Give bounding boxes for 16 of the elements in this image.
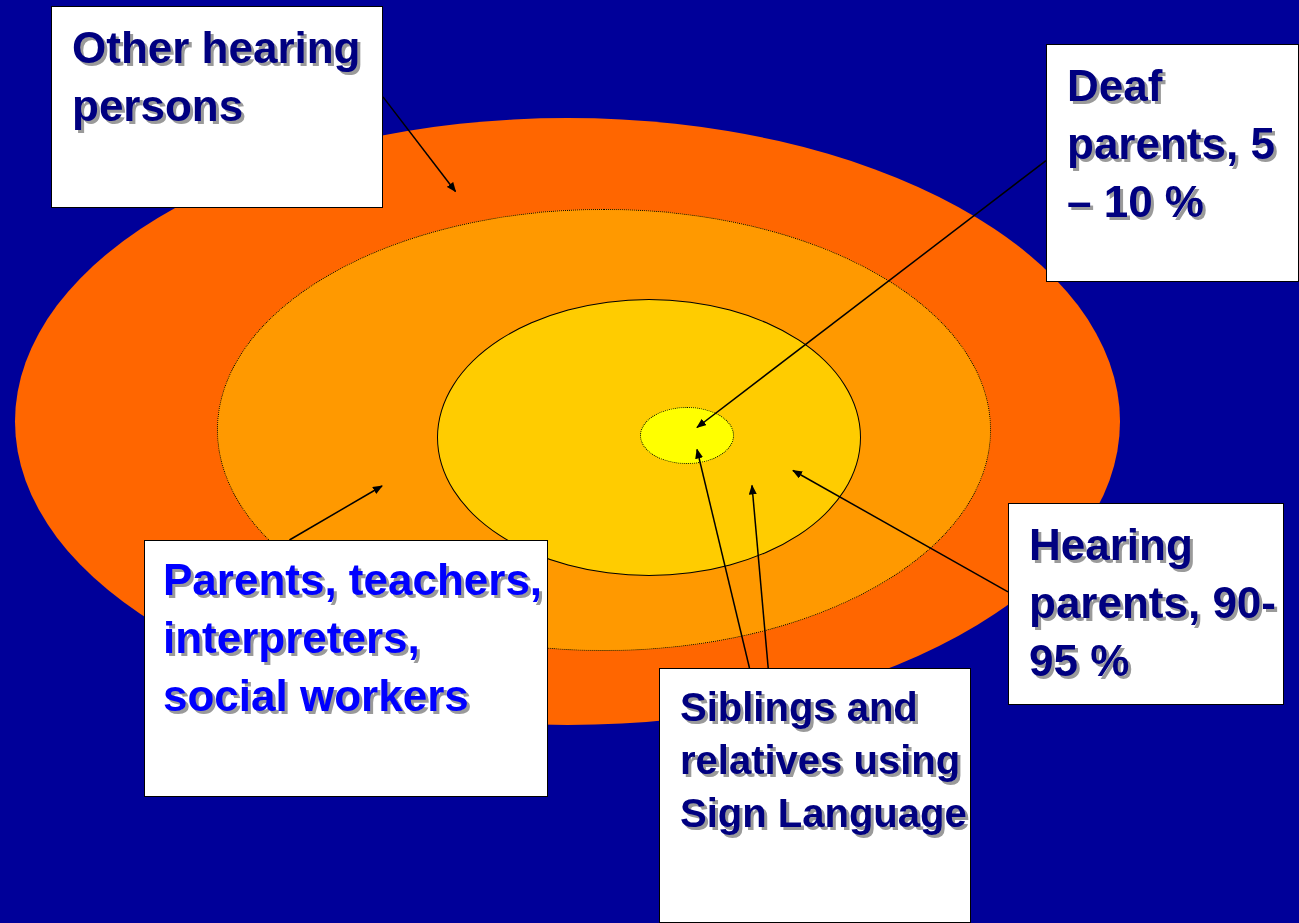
text-box — [659, 668, 971, 923]
text-box — [144, 540, 548, 797]
text-box — [1046, 44, 1299, 282]
box-label: Deaf parents, 5 – 10 % — [1067, 60, 1276, 228]
leader-arrow — [748, 484, 769, 669]
box-label: Hearing parents, 90-95 % — [1029, 519, 1277, 687]
text-box — [1008, 503, 1284, 705]
leader-arrow — [382, 96, 457, 193]
box-label: Other hearing persons — [72, 22, 362, 132]
text-box — [51, 6, 383, 208]
leader-arrow — [792, 469, 1009, 593]
leader-arrow — [696, 159, 1047, 429]
leader-arrow — [695, 448, 751, 669]
leader-arrow — [288, 485, 383, 541]
box-label: Parents, teachers, interpreters, social workers — [163, 554, 544, 722]
box-label: Siblings and relatives using Sign Language — [680, 684, 968, 837]
